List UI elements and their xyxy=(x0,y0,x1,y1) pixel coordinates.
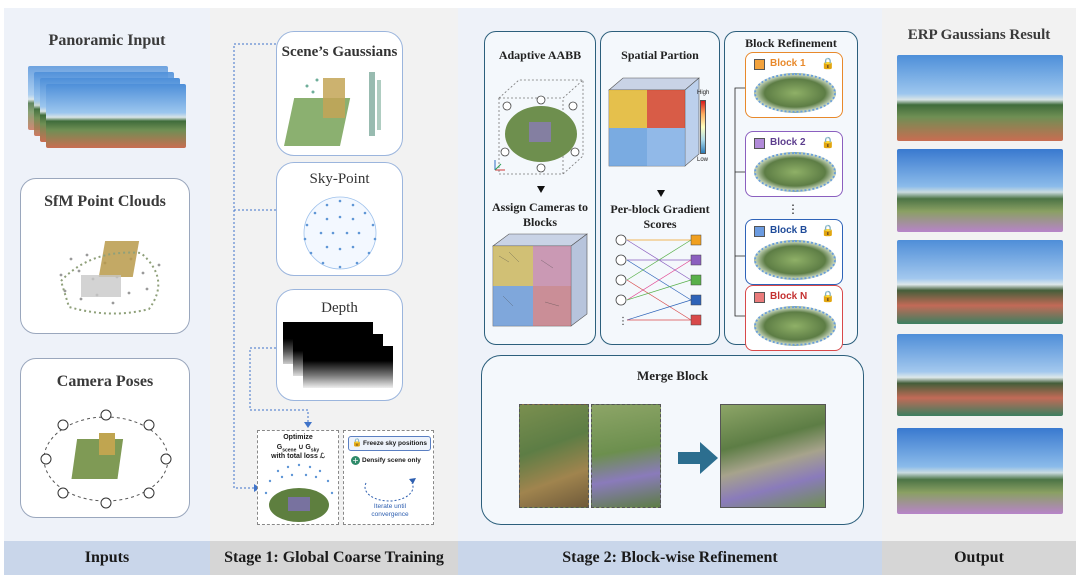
optimize-sphere xyxy=(264,463,334,522)
assign-cube xyxy=(492,233,588,327)
depth-card: Depth xyxy=(276,289,403,401)
aabb-card: Adaptive AABB Assign Cameras to Blocks xyxy=(484,31,596,345)
partition-title: Spatial Partion xyxy=(621,48,699,62)
block-b-scene xyxy=(754,240,836,280)
block-1-scene xyxy=(754,73,836,113)
block-2-card: Block 2 🔒 xyxy=(745,131,843,197)
gradient-assignment: ⋮ xyxy=(615,234,702,327)
block-ellipsis: ⋮ xyxy=(787,202,799,216)
stage1-dotted-links xyxy=(233,43,312,492)
block-b-label: Block B xyxy=(770,225,808,236)
svg-text:⋮: ⋮ xyxy=(618,316,628,327)
block-1-card: Block 1 🔒 xyxy=(745,52,843,118)
freeze-label: Freeze sky positions xyxy=(363,440,427,447)
gaussians-title: Scene’s Gaussians xyxy=(281,44,398,60)
assign-title: Assign Cameras to Blocks xyxy=(492,200,588,229)
sky-point-card: Sky-Point xyxy=(276,162,403,276)
block-2-label: Block 2 xyxy=(770,137,806,148)
output-title: ERP Gaussians Result xyxy=(907,27,1051,43)
gaussians-card: Scene’s Gaussians xyxy=(276,31,403,156)
merge-title: Merge Block xyxy=(636,368,709,383)
gradient-title: Per-block Gradient Scores xyxy=(610,202,710,231)
optimize-line3: with total loss ℒ xyxy=(271,453,325,460)
block-2-scene xyxy=(754,152,836,192)
refinement-title: Block Refinement xyxy=(745,36,837,50)
optimize-formula: Gscene ∪ Gsky xyxy=(276,444,320,454)
block-1-label: Block 1 xyxy=(770,58,806,69)
freeze-box: 🔒 Freeze sky positions + Densify scene o… xyxy=(343,430,434,525)
output-footer: Output xyxy=(882,541,1076,575)
sfm-title: SfM Point Clouds xyxy=(44,193,166,210)
lock-icon: 🔒 xyxy=(821,290,835,303)
lock-icon: 🔒 xyxy=(352,438,362,447)
aabb-title: Adaptive AABB xyxy=(498,48,582,62)
panoramic-input-title: Panoramic Input xyxy=(48,32,166,49)
inputs-footer: Inputs xyxy=(4,541,210,575)
low-label: Low xyxy=(697,157,709,163)
sfm-point-cloud xyxy=(59,241,161,315)
cube-icon xyxy=(754,138,765,149)
lock-icon: 🔒 xyxy=(821,57,835,70)
output-image-2 xyxy=(897,149,1063,232)
refinement-bracket xyxy=(734,87,745,317)
lock-icon: 🔒 xyxy=(821,224,835,237)
refinement-card: Block Refinement Block 1 🔒 Block 2 🔒 ⋮ B… xyxy=(724,31,858,351)
camera-card: Camera Poses xyxy=(20,358,190,518)
merge-tile-b xyxy=(591,404,661,508)
cube-icon xyxy=(754,226,765,237)
merge-arrow xyxy=(678,442,718,474)
iterate-label: Iterate until convergence xyxy=(371,503,409,518)
panorama-stack xyxy=(28,66,188,156)
output-image-3 xyxy=(897,240,1063,324)
merge-card: Merge Block xyxy=(481,355,864,525)
sky-sphere xyxy=(303,196,377,270)
output-image-1 xyxy=(897,55,1063,141)
stage2-footer: Stage 2: Block-wise Refinement xyxy=(458,541,882,575)
block-n-label: Block N xyxy=(770,291,808,302)
high-label: High xyxy=(697,90,710,96)
block-b-card: Block B 🔒 xyxy=(745,219,843,285)
merge-result xyxy=(720,404,826,508)
heat-colorbar xyxy=(700,100,706,154)
aabb-cube xyxy=(494,79,585,175)
plus-icon: + xyxy=(351,456,360,465)
gaussians-render xyxy=(283,72,381,146)
freeze-row: 🔒 Freeze sky positions xyxy=(348,436,431,451)
camera-ring xyxy=(40,409,172,509)
output-image-4 xyxy=(897,334,1063,416)
iterate-loop-arrow xyxy=(364,478,416,502)
aabb-arrow-down xyxy=(537,186,545,193)
optimize-box: Optimize Gscene ∪ Gsky with total loss ℒ xyxy=(257,430,339,525)
densify-label: Densify scene only xyxy=(362,457,421,464)
depth-title: Depth xyxy=(321,300,358,316)
optimize-line1: Optimize xyxy=(283,434,313,441)
stage1-footer: Stage 1: Global Coarse Training xyxy=(210,541,458,575)
block-n-scene xyxy=(754,306,836,346)
partition-card: Spatial Partion High Low Per-block Gradi… xyxy=(600,31,720,345)
output-image-5 xyxy=(897,428,1063,514)
block-n-card: Block N 🔒 xyxy=(745,285,843,351)
sfm-card: SfM Point Clouds xyxy=(20,178,190,334)
camera-title: Camera Poses xyxy=(56,373,154,390)
merge-tile-a xyxy=(519,404,589,508)
cube-icon xyxy=(754,59,765,70)
cube-icon xyxy=(754,292,765,303)
partition-arrow-down xyxy=(657,190,665,197)
lock-icon: 🔒 xyxy=(821,136,835,149)
depth-map-stack xyxy=(283,322,403,392)
sky-point-title: Sky-Point xyxy=(309,171,370,187)
partition-cube xyxy=(608,77,700,167)
densify-row: + Densify scene only xyxy=(348,454,431,468)
